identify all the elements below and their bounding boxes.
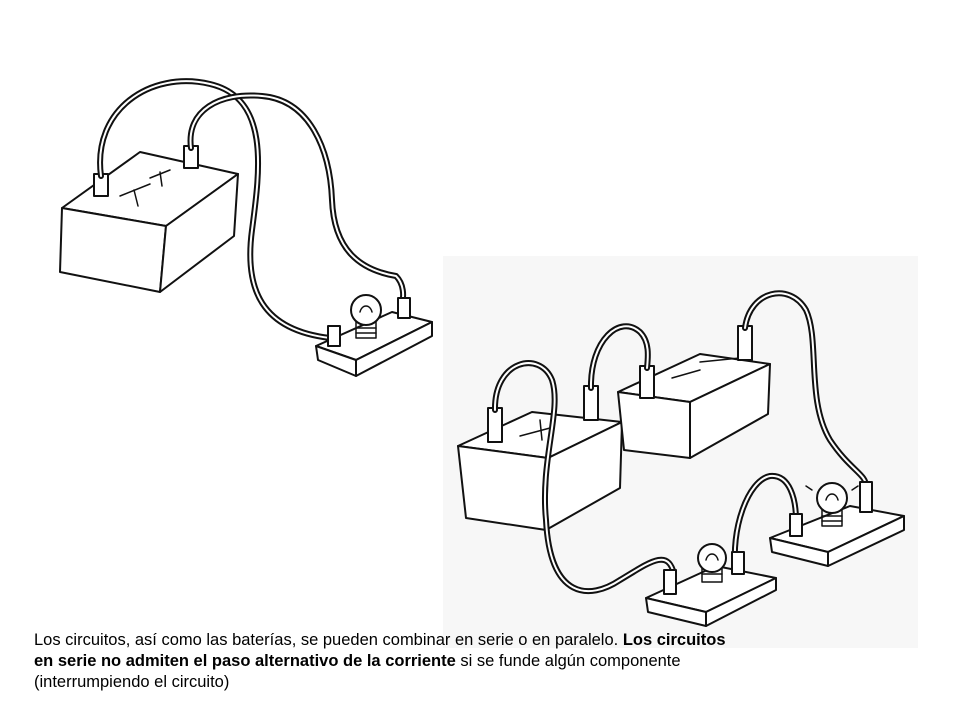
battery-left: [59, 145, 239, 293]
caption-bold-statement: Los circuitos en serie no admiten el pas…: [34, 631, 726, 670]
left-circuit: [59, 78, 433, 377]
bulb-right-2: [805, 482, 859, 527]
caption-text: Los circuitos, así como las baterías, se…: [34, 630, 734, 693]
bulb-board-right-2: [769, 481, 905, 567]
caption-part-2: si se funde algún componente (interrumpi…: [34, 652, 681, 691]
right-circuit: [457, 290, 905, 627]
battery-right-a: [457, 385, 623, 531]
bulb-left: [350, 294, 382, 339]
battery-right-b: [617, 325, 771, 459]
bulb-board-right-1: [645, 543, 777, 627]
bulb-board-left: [315, 294, 433, 377]
caption-part-1: Los circuitos, así como las baterías, se…: [34, 631, 623, 649]
bulb-right-1: [697, 543, 727, 583]
